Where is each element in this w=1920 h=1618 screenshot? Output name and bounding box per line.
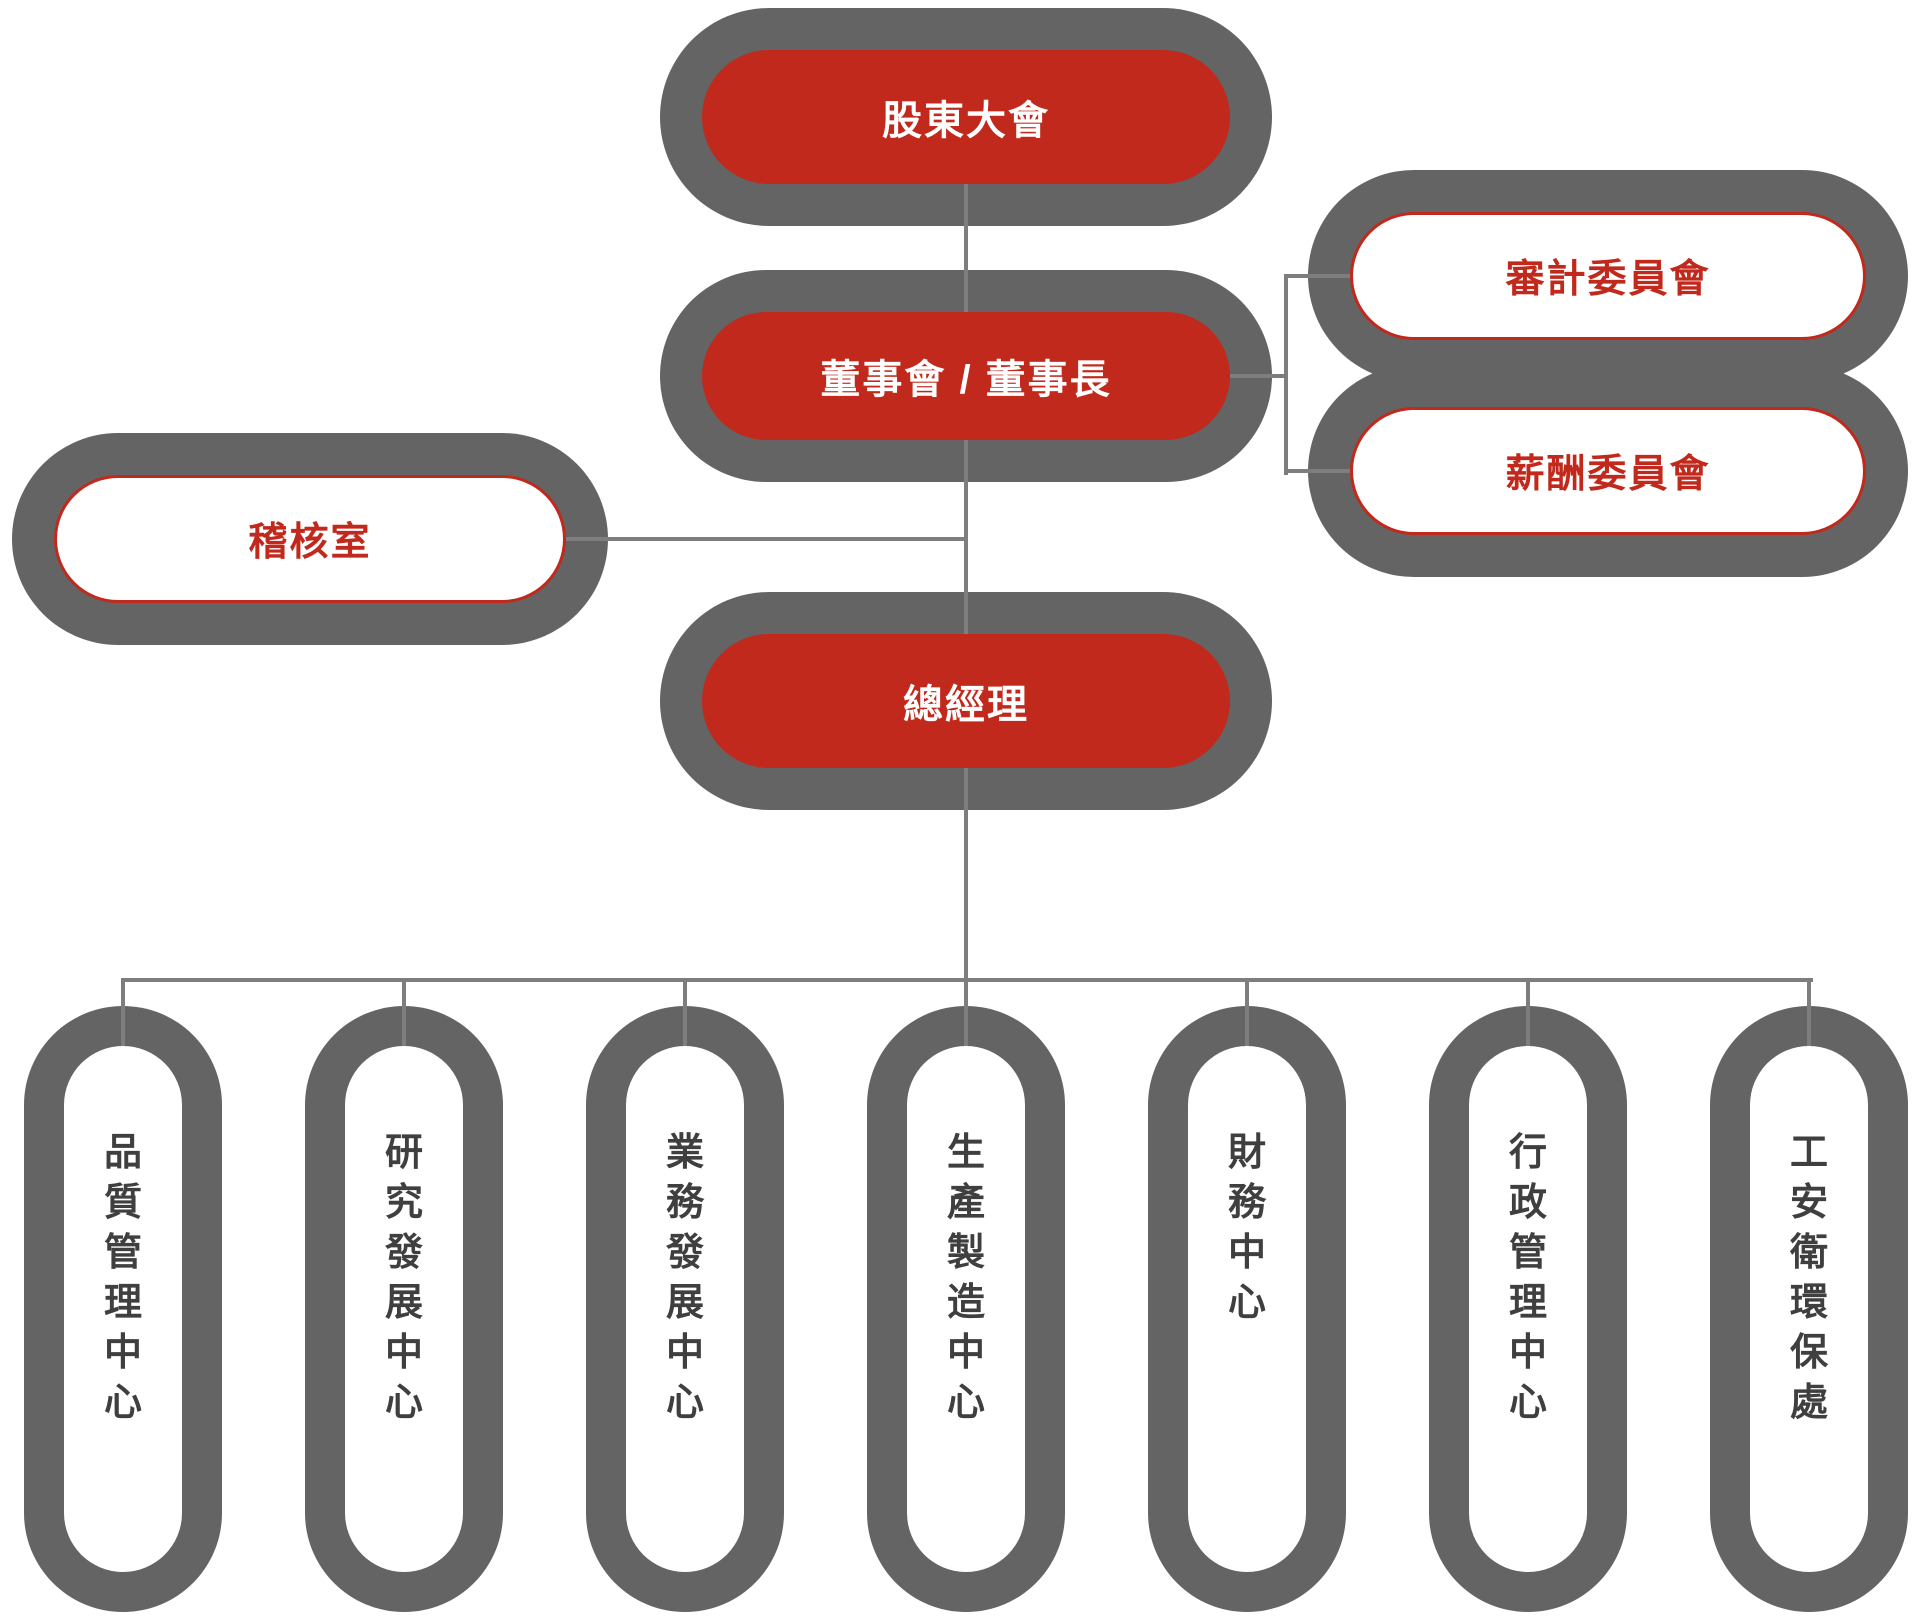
dept-label: 工安衛環保處 [1789, 1132, 1828, 1424]
org-node-dept-finance: 財務中心 [1148, 1006, 1346, 1612]
org-node-dept-production: 生產製造中心 [867, 1006, 1065, 1612]
org-node-dept-administration: 行政管理中心 [1429, 1006, 1627, 1612]
org-node-dept-business: 業務發展中心 [586, 1006, 784, 1612]
connector-line [964, 436, 968, 638]
connector-stub [402, 978, 406, 1050]
org-node-compensation-committee-label: 薪酬委員會 [1505, 453, 1711, 496]
org-node-general-manager-label: 總經理 [903, 683, 1029, 727]
org-node-audit-office-label: 稽核室 [248, 521, 372, 564]
connector-stub [1526, 978, 1530, 1050]
connector-line [1284, 274, 1288, 475]
connector-stub [964, 978, 968, 1050]
org-node-board-label: 董事會 / 董事長 [820, 358, 1112, 402]
dept-label: 行政管理中心 [1508, 1132, 1547, 1424]
org-node-dept-rnd: 研究發展中心 [305, 1006, 503, 1612]
org-node-audit-committee-label: 審計委員會 [1505, 258, 1711, 301]
connector-line [560, 537, 966, 541]
org-node-dept-safety-environment: 工安衛環保處 [1710, 1006, 1908, 1612]
connector-stub [121, 978, 125, 1050]
dept-label: 業務發展中心 [665, 1132, 704, 1424]
connector-line [1284, 469, 1364, 473]
connector-line [964, 766, 968, 982]
dept-label: 品質管理中心 [103, 1132, 142, 1424]
dept-label: 研究發展中心 [384, 1132, 423, 1424]
connector-line [1284, 274, 1364, 278]
org-node-compensation-committee: 薪酬委員會 [1308, 365, 1908, 577]
connector-stub [1807, 978, 1811, 1050]
org-node-shareholders-label: 股東大會 [882, 99, 1050, 143]
dept-label: 財務中心 [1227, 1132, 1266, 1324]
org-node-board: 董事會 / 董事長 [660, 270, 1272, 482]
connector-stub [683, 978, 687, 1050]
dept-label: 生產製造中心 [946, 1132, 985, 1424]
org-node-audit-office: 稽核室 [12, 433, 608, 645]
connector-line [1226, 374, 1288, 378]
org-node-dept-quality: 品質管理中心 [24, 1006, 222, 1612]
connector-line [964, 180, 968, 316]
connector-stub [1245, 978, 1249, 1050]
org-node-audit-committee: 審計委員會 [1308, 170, 1908, 382]
